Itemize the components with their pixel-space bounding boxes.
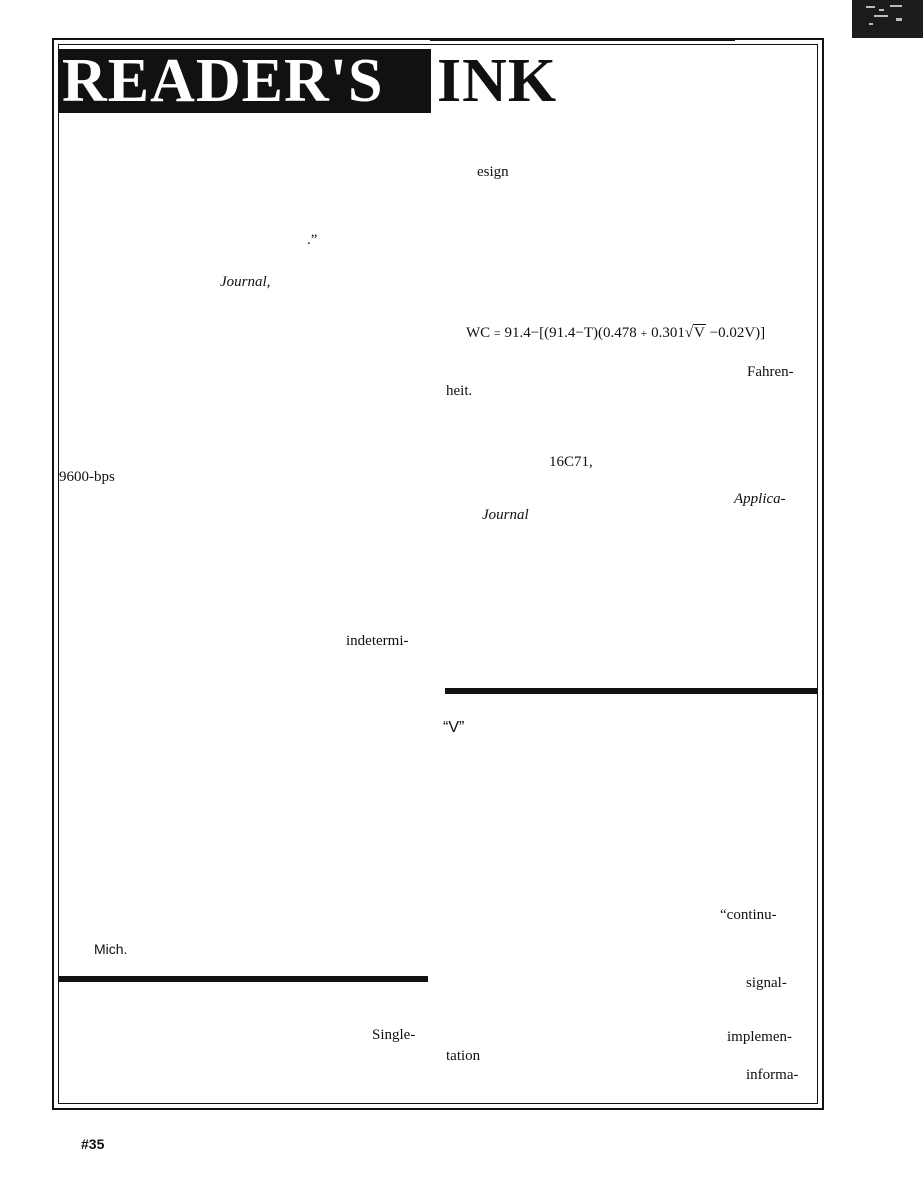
text-fragment: “V” [443, 719, 465, 736]
text-fragment: tation [446, 1048, 481, 1064]
text-fragment: Fahren- [747, 364, 794, 380]
text-fragment: Applica- [734, 491, 786, 507]
formula-a: 91.4 [504, 325, 531, 341]
text-fragment: Journal [482, 507, 529, 523]
page-border-outer [52, 38, 824, 1110]
top-rule [430, 40, 735, 41]
masthead-title-right: INK [437, 47, 558, 115]
formula-c: 0.301 [651, 325, 685, 341]
text-fragment: Journal, [220, 274, 271, 290]
masthead-background [58, 49, 431, 113]
page-border-inner [58, 44, 818, 1104]
text-fragment: Single- [372, 1027, 416, 1043]
text-fragment: .” [307, 232, 318, 248]
formula-rest: −0.02V)] [709, 325, 766, 341]
formula-plus: + [640, 326, 648, 340]
text-fragment: Mich. [94, 941, 128, 957]
text-fragment: signal- [746, 975, 787, 991]
text-fragment: indetermi- [346, 633, 409, 649]
formula-b: (0.478 [598, 325, 637, 341]
formula-sqrt-var: V [693, 324, 706, 341]
formula-eq: = [493, 326, 501, 340]
section-rule [445, 688, 817, 694]
section-rule [58, 976, 428, 982]
wind-chill-formula: WC = 91.4−[(91.4−T)(0.478 + 0.301√V −0.0… [466, 322, 765, 344]
formula-lhs: WC [466, 325, 491, 341]
page-number: #35 [81, 1136, 105, 1152]
text-fragment: esign [477, 164, 509, 180]
text-fragment: heit. [446, 383, 473, 399]
masthead-title-left: READER'S [62, 47, 384, 115]
formula-minus: −[(91.4−T) [530, 325, 599, 341]
text-fragment: “continu- [720, 907, 777, 923]
text-fragment: 9600-bps [59, 469, 115, 485]
text-fragment: informa- [746, 1067, 799, 1083]
corner-mark [852, 0, 923, 38]
text-fragment: 16C71, [549, 454, 593, 470]
text-fragment: implemen- [727, 1029, 792, 1045]
sqrt-icon: √ [684, 325, 694, 341]
